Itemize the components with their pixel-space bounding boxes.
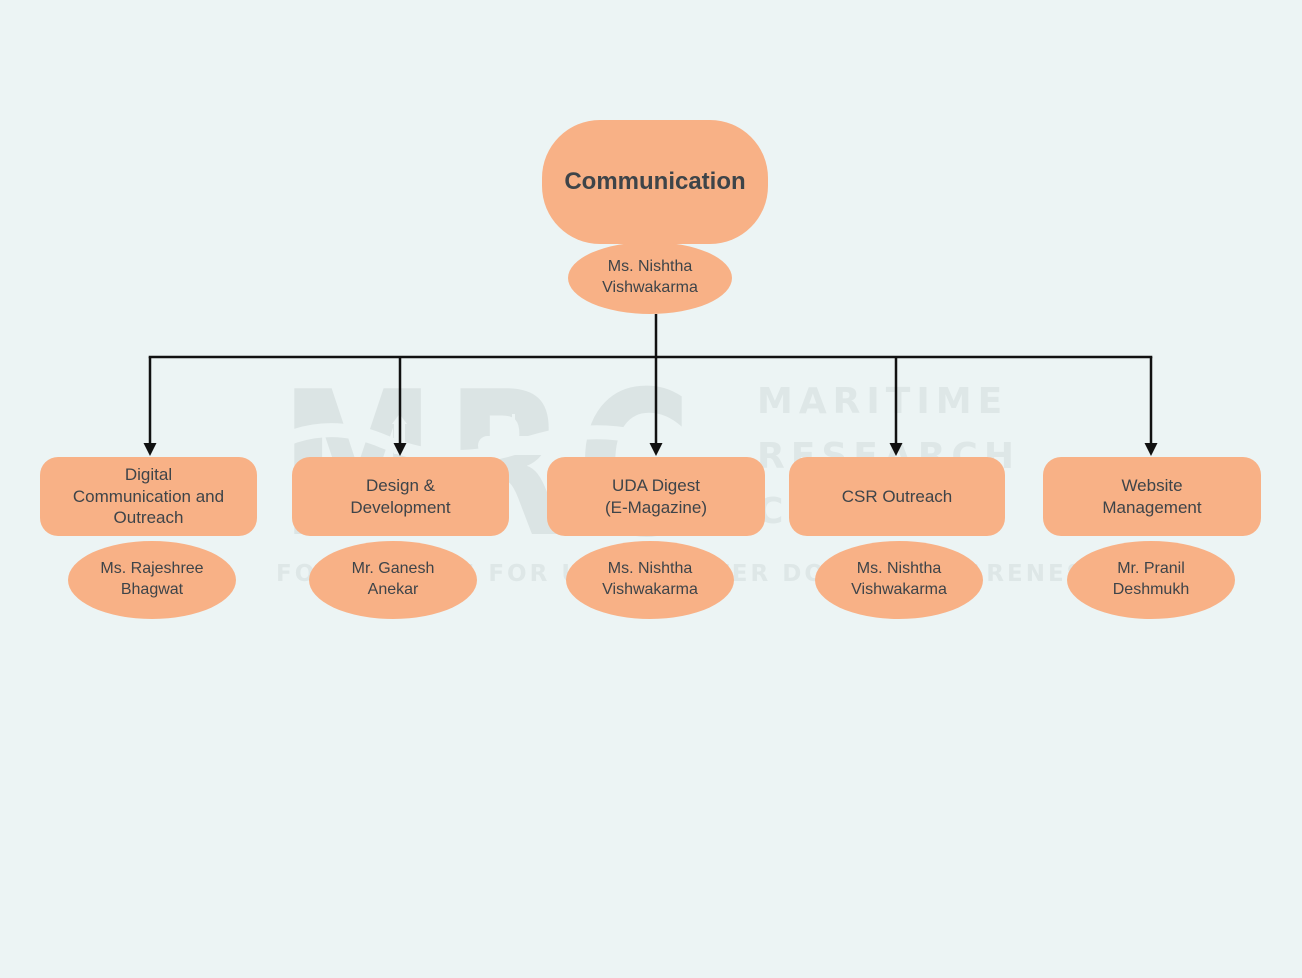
dept-node-csr-outreach: CSR Outreach xyxy=(789,457,1005,536)
person-name: Ms. Nishtha Vishwakarma xyxy=(851,560,947,598)
arrowhead-icon-3 xyxy=(649,443,663,456)
arrowhead-icon-1 xyxy=(143,443,157,456)
dept-node-design-development: Design & Development xyxy=(292,457,509,536)
person-name: Ms. Rajeshree Bhagwat xyxy=(100,560,204,598)
person-ellipse-nishtha-vishwakarma-uda: Ms. Nishtha Vishwakarma xyxy=(566,541,734,619)
person-name: Mr. Pranil Deshmukh xyxy=(1112,560,1190,598)
root-title: Communication xyxy=(564,168,746,195)
person-name: Ms. Nishtha Vishwakarma xyxy=(602,560,698,598)
dept-node-uda-digest: UDA Digest (E-Magazine) xyxy=(547,457,765,536)
dept-label: UDA Digest (E-Magazine) xyxy=(604,476,708,517)
dept-label: CSR Outreach xyxy=(841,486,953,506)
dept-label: Design & Development xyxy=(350,476,451,517)
person-ellipse-nishtha-vishwakarma-csr: Ms. Nishtha Vishwakarma xyxy=(815,541,983,619)
root-manager-name: Ms. Nishtha Vishwakarma xyxy=(602,258,698,296)
root-node-communication: Communication xyxy=(542,120,768,244)
watermark-maritime: MARITIME xyxy=(757,381,1009,422)
submarine-icon xyxy=(478,414,554,455)
arrowhead-icon-4 xyxy=(889,443,903,456)
arrowhead-icon-2 xyxy=(393,443,407,456)
dept-node-website-management: Website Management xyxy=(1043,457,1261,536)
root-manager-ellipse: Ms. Nishtha Vishwakarma xyxy=(568,242,732,314)
dept-label: Digital Communication and Outreach xyxy=(72,465,225,528)
person-ellipse-ganesh-anekar: Mr. Ganesh Anekar xyxy=(309,541,477,619)
person-ellipse-rajeshree-bhagwat: Ms. Rajeshree Bhagwat xyxy=(68,541,236,619)
arrowhead-icon-5 xyxy=(1144,443,1158,456)
person-name: Mr. Ganesh Anekar xyxy=(351,560,435,598)
dept-label: Website Management xyxy=(1102,476,1202,517)
person-ellipse-pranil-deshmukh: Mr. Pranil Deshmukh xyxy=(1067,541,1235,619)
dept-node-digital-communication-outreach: Digital Communication and Outreach xyxy=(40,457,257,536)
